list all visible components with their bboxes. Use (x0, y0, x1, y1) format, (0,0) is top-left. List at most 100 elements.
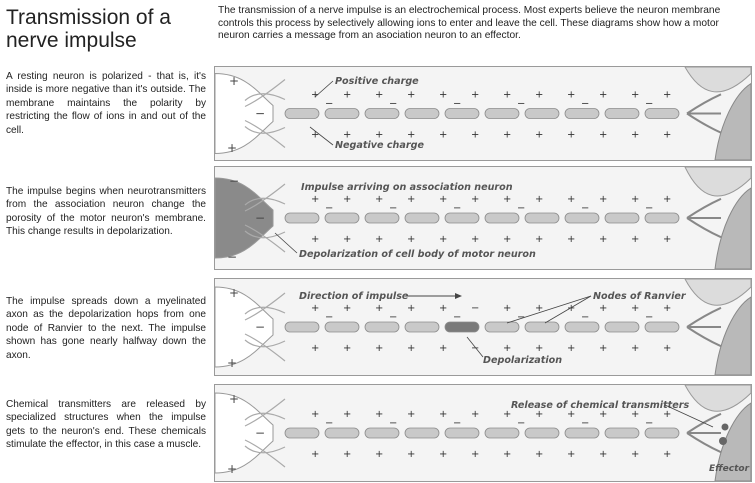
charge-sign: + (599, 90, 607, 101)
label-negative-charge: Negative charge (335, 140, 424, 151)
charge-sign: + (663, 303, 671, 314)
charge-sign: + (599, 303, 607, 314)
myelin-segment (325, 322, 359, 332)
charge-sign: + (439, 303, 447, 314)
charge-sign: + (311, 303, 319, 314)
myelin-segment (605, 428, 639, 438)
myelin-segment (525, 428, 559, 438)
charge-sign: + (439, 234, 447, 245)
charge-sign: + (227, 462, 237, 476)
charge-sign: − (645, 418, 653, 429)
charge-sign: + (663, 343, 671, 354)
muscle-fiber (685, 385, 751, 411)
charge-sign: + (375, 194, 383, 205)
charge-sign: − (517, 99, 525, 110)
charge-sign: − (645, 203, 653, 214)
charge-sign: + (631, 449, 639, 460)
charge-sign: + (439, 409, 447, 420)
myelin-segment (405, 213, 439, 223)
charge-sign: + (343, 449, 351, 460)
charge-sign: − (227, 250, 237, 264)
charge-sign: + (375, 303, 383, 314)
leader-cell-body (275, 233, 297, 253)
charge-sign: + (439, 449, 447, 460)
neuron-resting: ++−++++−++++−++++−++++−++++−++++− (215, 67, 751, 160)
charge-sign: + (567, 343, 575, 354)
myelin-segment (525, 213, 559, 223)
charge-sign: − (581, 99, 589, 110)
myelin-segment (325, 109, 359, 119)
charge-sign: − (229, 174, 239, 188)
charge-sign: − (471, 343, 479, 354)
page-title: Transmission of a nerve impulse (6, 6, 206, 52)
myelin-segment (365, 428, 399, 438)
charge-sign: + (343, 303, 351, 314)
caption-chemical-release: Chemical transmitters are released by sp… (6, 398, 206, 452)
muscle-fiber (685, 167, 751, 196)
charge-sign: + (631, 343, 639, 354)
label-depolarization: Depolarization (483, 355, 562, 366)
charge-sign: − (389, 312, 397, 323)
axon-terminal (687, 414, 721, 433)
charge-sign: + (311, 90, 319, 101)
label-positive-charge: Positive charge (335, 76, 419, 87)
charge-sign: + (407, 130, 415, 141)
charge-sign: − (453, 99, 461, 110)
diagram-impulse-begins: ++−++++−++++−++++−++++−++++−++−−− Impuls… (215, 167, 751, 269)
charge-sign: + (503, 194, 511, 205)
charge-sign: + (503, 90, 511, 101)
charge-sign: + (503, 130, 511, 141)
myelin-segment (285, 213, 319, 223)
charge-sign: − (581, 418, 589, 429)
charge-sign: + (599, 234, 607, 245)
myelin-segment (485, 213, 519, 223)
myelin-segment (525, 322, 559, 332)
charge-sign: + (567, 449, 575, 460)
charge-sign: + (663, 90, 671, 101)
charge-sign: + (343, 130, 351, 141)
label-depolarization-cell-body: Depolarization of cell body of motor neu… (299, 249, 536, 260)
synaptic-knob (719, 437, 727, 445)
charge-sign: + (599, 194, 607, 205)
label-direction-of-impulse: Direction of impulse (299, 291, 409, 302)
charge-sign: + (663, 449, 671, 460)
charge-sign: + (375, 90, 383, 101)
myelin-segment (405, 109, 439, 119)
charge-sign: + (567, 90, 575, 101)
axon-terminal (687, 114, 721, 133)
charge-sign: + (407, 194, 415, 205)
charge-sign: + (311, 449, 319, 460)
myelin-segment (445, 322, 479, 332)
charge-sign: + (407, 449, 415, 460)
charge-sign: + (663, 194, 671, 205)
charge-sign: + (503, 449, 511, 460)
charge-sign: + (503, 234, 511, 245)
charge-sign: − (255, 426, 265, 440)
charge-sign: + (343, 90, 351, 101)
myelin-segment (645, 109, 679, 119)
charge-sign: + (311, 343, 319, 354)
axon-terminal (687, 327, 721, 346)
myelin-segment (285, 428, 319, 438)
charge-sign: − (645, 312, 653, 323)
charge-sign: + (471, 130, 479, 141)
charge-sign: + (599, 130, 607, 141)
charge-sign: + (439, 194, 447, 205)
direction-arrowhead (455, 293, 462, 299)
charge-sign: − (389, 203, 397, 214)
diagram-chemical-release: ++−++++−++++−++++−++++−++++−++++− Releas… (215, 385, 751, 481)
caption-impulse-spreads: The impulse spreads down a myelinated ax… (6, 295, 206, 362)
myelin-segment (565, 109, 599, 119)
charge-sign: + (631, 130, 639, 141)
diagram-panel-impulse-spreads: ++−++++−++++−−−++−++++−++++−++++− Direct… (214, 278, 752, 376)
charge-sign: + (407, 343, 415, 354)
charge-sign: + (535, 449, 543, 460)
charge-sign: + (375, 449, 383, 460)
charge-sign: + (311, 409, 319, 420)
myelin-segment (525, 109, 559, 119)
charge-sign: − (255, 211, 265, 225)
charge-sign: + (407, 90, 415, 101)
myelin-segment (645, 322, 679, 332)
myelin-segment (365, 109, 399, 119)
myelin-segment (285, 322, 319, 332)
